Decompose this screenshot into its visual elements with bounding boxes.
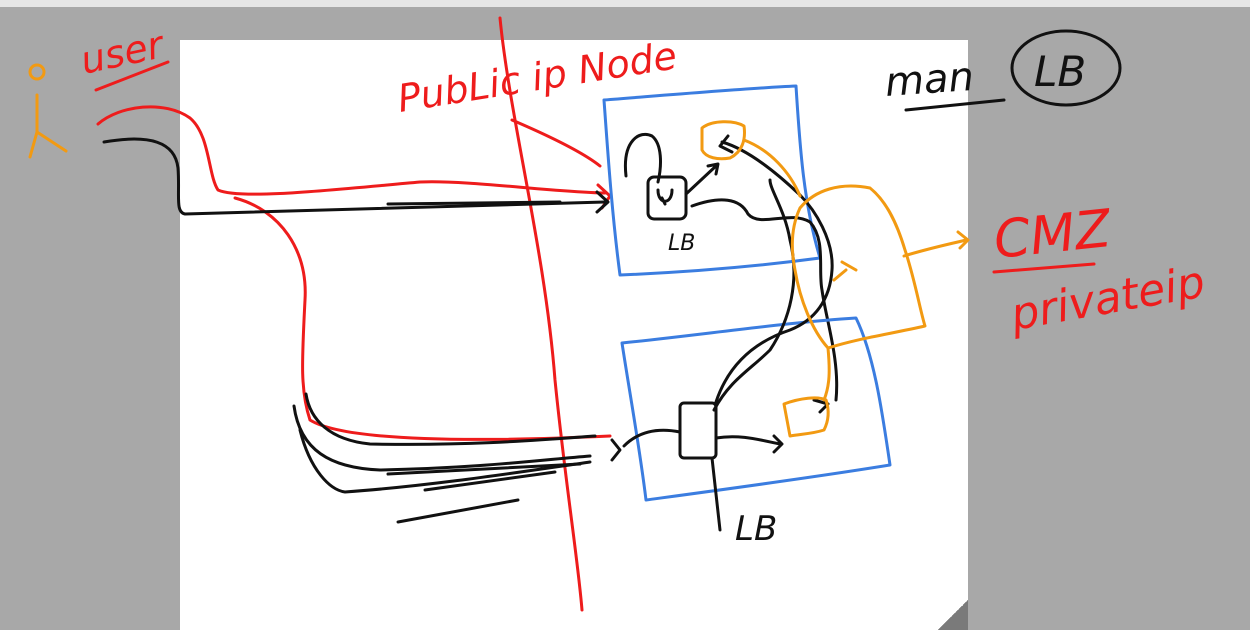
black-arrowhead-bottom <box>610 438 622 462</box>
cmz-underline <box>992 262 1096 274</box>
man-label: man <box>883 54 975 106</box>
lb-bottom-input-curve <box>622 428 682 448</box>
lb-top-arrow-out <box>684 162 720 196</box>
lb-top-inner-icon <box>656 188 674 206</box>
lb-bottom-long-link <box>714 140 834 404</box>
node-bottom-box[interactable] <box>620 316 892 502</box>
black-path-bundle-2 <box>304 392 597 446</box>
lb-bottom-label: LB <box>735 509 777 549</box>
cmz-label: CMZ <box>991 199 1115 271</box>
lb-circle <box>1010 29 1122 107</box>
lb-top-label: LB <box>668 231 695 256</box>
lb-bottom-box[interactable] <box>678 401 718 460</box>
user-label: user <box>77 22 170 83</box>
user-underline <box>94 60 170 92</box>
user-head <box>28 63 46 81</box>
node-top-box[interactable] <box>602 84 822 277</box>
cmz-arrow <box>902 230 970 258</box>
node-top-loop-arrow <box>623 132 662 184</box>
black-path-bundle-5 <box>423 470 557 492</box>
pod-box-top[interactable] <box>700 120 746 161</box>
black-arrowhead-top <box>595 190 610 214</box>
lb-bottom-to-top-link <box>712 178 796 412</box>
black-path-top-stroke <box>386 200 562 206</box>
red-path-top <box>96 105 607 196</box>
lb-top-to-bottom-link <box>690 198 839 402</box>
black-path-bundle-3 <box>298 428 592 494</box>
user-figure-icon <box>28 63 68 159</box>
black-path-bundle-4 <box>386 462 582 476</box>
lb-bottom-stem <box>710 456 722 532</box>
lb-bottom-arrow-out <box>714 434 784 454</box>
black-path-top <box>102 137 607 216</box>
cmz-inner-mark <box>832 260 858 282</box>
pod-top-link <box>742 138 802 198</box>
cmz-grouping-shape <box>790 184 927 350</box>
window-top-bar <box>0 0 1250 7</box>
pod-box-bottom[interactable] <box>782 396 830 438</box>
user-body <box>28 93 68 159</box>
public-ip-pointer <box>510 118 602 168</box>
man-underline <box>904 98 1006 112</box>
public-ip-divider-line <box>498 16 584 612</box>
red-path-bottom <box>233 196 612 441</box>
black-path-bundle-1 <box>292 404 592 472</box>
public-ip-node-label: PubLic ip Node <box>395 33 680 121</box>
page-fold-corner <box>938 600 968 630</box>
cmz-to-pod-bottom-link <box>822 346 831 402</box>
lb-circle-label: LB <box>1034 47 1086 96</box>
lb-bottom-long-arrowhead <box>718 134 734 154</box>
black-path-bundle-6 <box>396 498 520 524</box>
lb-top-box[interactable] <box>646 175 688 221</box>
